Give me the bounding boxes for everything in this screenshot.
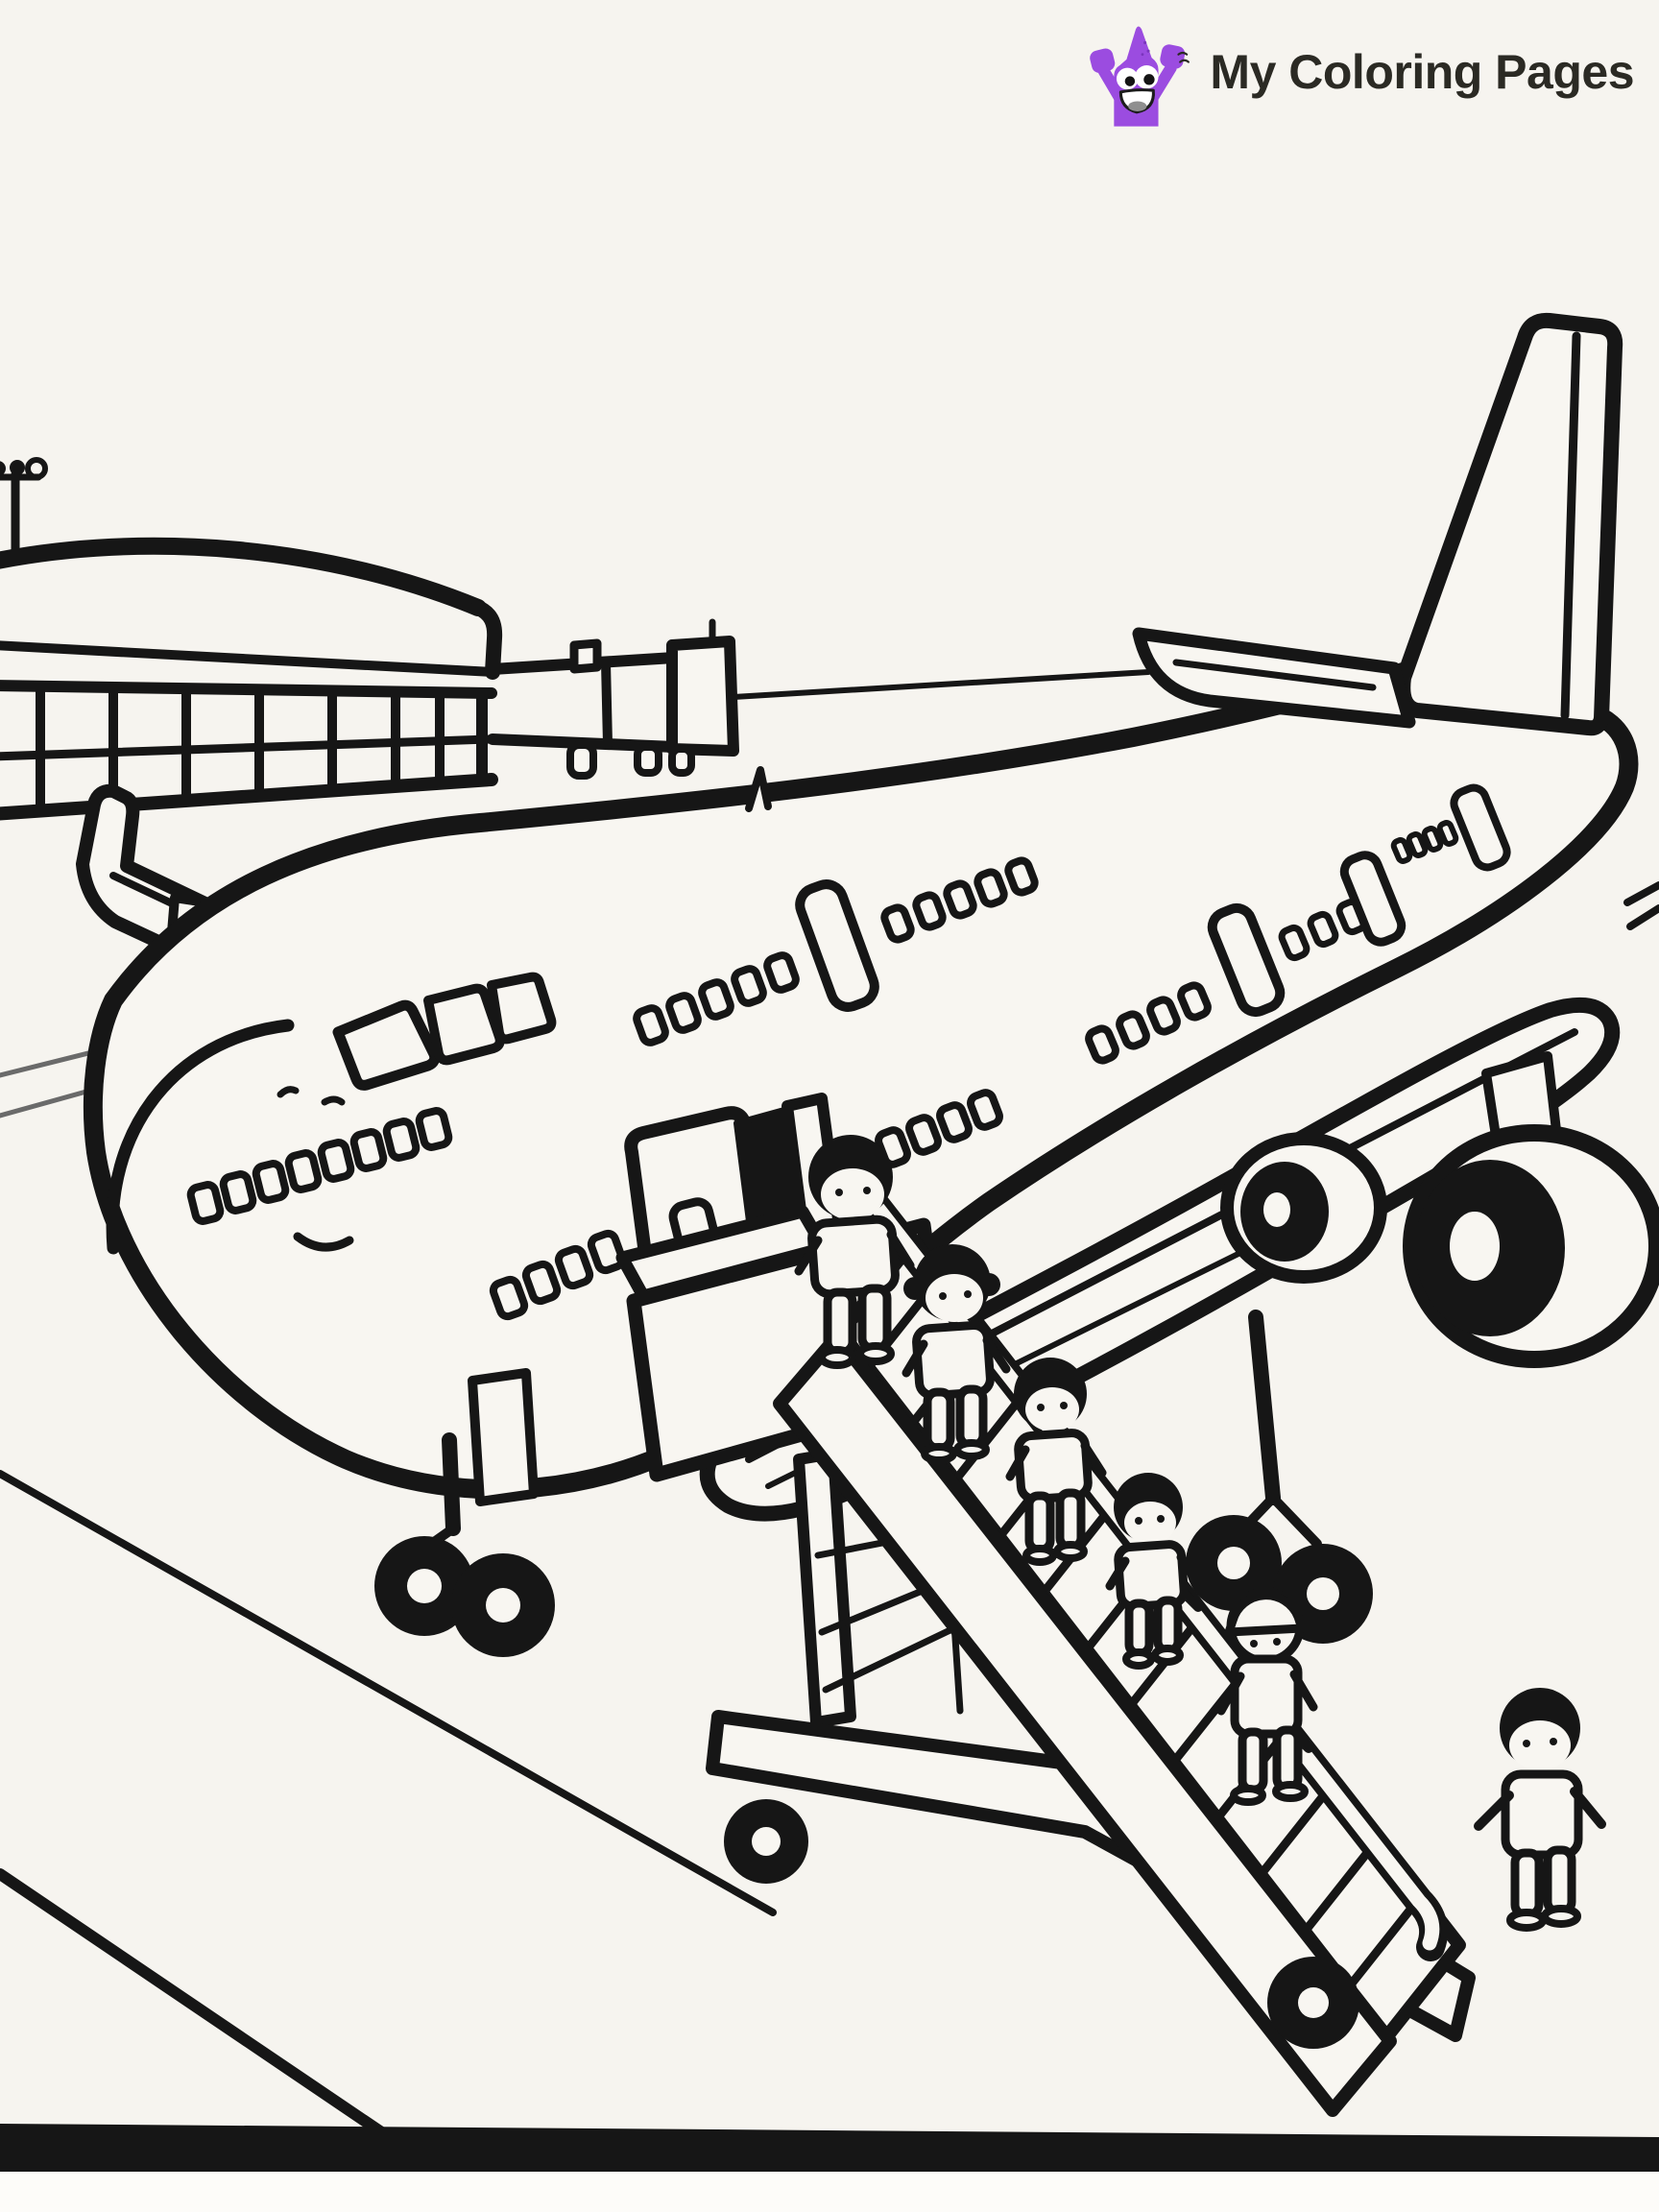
window-row-nose — [186, 1107, 453, 1225]
jet-engine-inner — [1220, 1132, 1387, 1284]
cabin-door — [795, 879, 879, 1012]
jet-bridge-cab — [666, 636, 739, 757]
window-row-rear — [1085, 783, 1511, 1065]
tail-fin — [1395, 312, 1623, 736]
passenger-on-stairs — [902, 1244, 1011, 1464]
terminal-window-rail — [0, 734, 494, 761]
nose-dome-line — [106, 1019, 295, 1255]
airplane-tail — [1132, 312, 1659, 930]
walking-passenger — [1474, 1688, 1606, 1932]
gear-door — [468, 1368, 539, 1506]
brand-name: My Coloring Pages — [1210, 45, 1634, 99]
nose-smile — [293, 1232, 354, 1252]
airplane-fuselage — [83, 660, 1639, 1500]
jet-bridge — [487, 618, 1151, 780]
mascot-tongue — [1128, 101, 1147, 111]
far-stabilizer-lines — [1623, 881, 1659, 930]
stair-stringer — [773, 1330, 1397, 2117]
window-row-upper — [633, 856, 1039, 1046]
cabin-door — [1207, 902, 1286, 1018]
jet-bridge-leg — [566, 741, 597, 780]
terminal-window-grid — [36, 682, 488, 816]
mascot-right-fist — [1160, 44, 1186, 69]
jet-bridge-leg — [634, 743, 662, 777]
rooftop-lamp-post — [0, 457, 48, 566]
crayon-mascot-icon — [1090, 26, 1190, 127]
crew-cap — [1224, 1591, 1307, 1637]
terminal-fascia — [0, 640, 497, 677]
roof-antenna — [745, 766, 772, 812]
passenger-on-stairs — [1005, 1358, 1107, 1566]
horizon-line — [731, 669, 1151, 700]
jet-engine-outer — [1403, 1051, 1659, 1368]
ground-crew-member — [1216, 1587, 1318, 1806]
mascot-left-fist — [1090, 48, 1116, 73]
cockpit-windows — [332, 972, 557, 1091]
runway-stripe — [0, 2124, 1659, 2212]
front-landing-gear — [374, 1368, 555, 1657]
jet-bridge-leg — [668, 745, 695, 777]
window-row-mid — [489, 1229, 627, 1321]
cabin-door — [1450, 783, 1511, 872]
terminal-building — [0, 457, 503, 821]
brand-lockup: My Coloring Pages — [1077, 17, 1634, 127]
cabin-door — [1339, 851, 1407, 947]
passenger-on-stairs — [1105, 1473, 1202, 1670]
passenger-at-door — [794, 1135, 915, 1369]
terminal-roof — [0, 537, 487, 616]
mascot-motion-lines — [1177, 51, 1190, 63]
